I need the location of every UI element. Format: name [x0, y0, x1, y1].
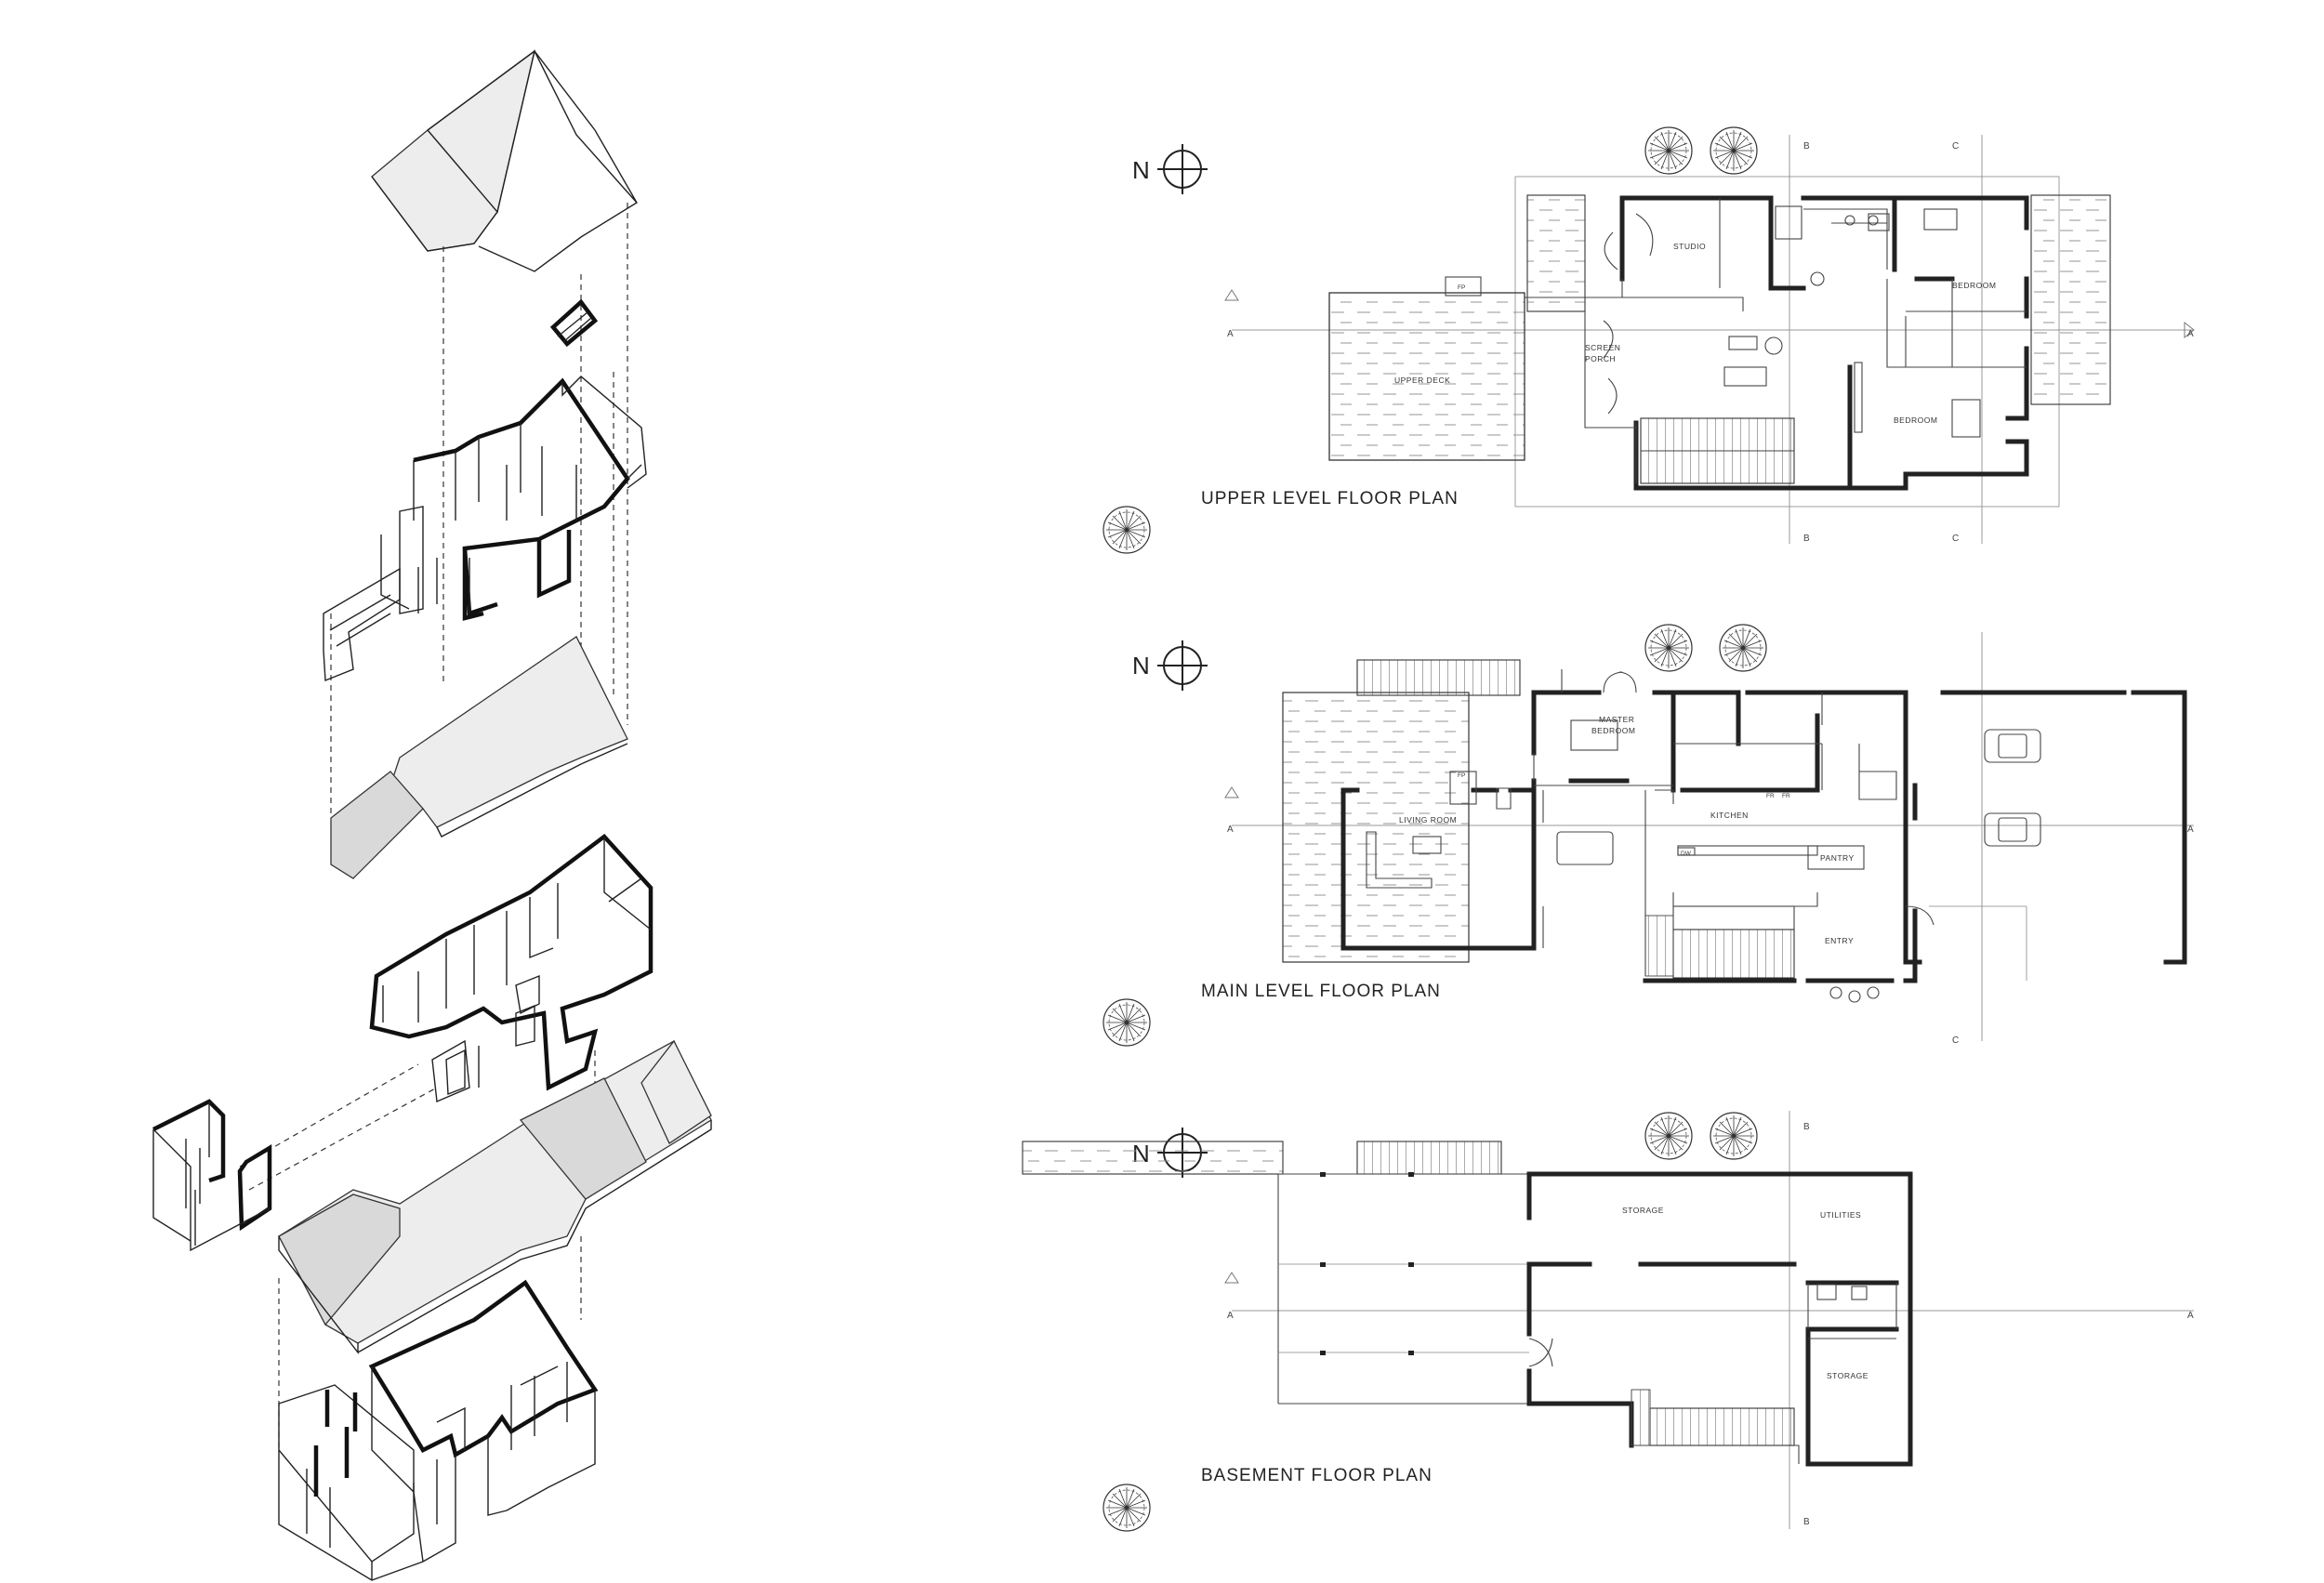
exploded-axonometric: [152, 49, 712, 1581]
base-storage1-label: STORAGE: [1622, 1206, 1664, 1215]
axo-garage: [152, 1099, 272, 1252]
main-plan-title: MAIN LEVEL FLOOR PLAN: [1201, 982, 1441, 1001]
basement-plan-title: BASEMENT FLOOR PLAN: [1201, 1466, 1433, 1485]
base-grid-b-top: B: [1803, 1122, 1810, 1132]
grid-label-a-left: A: [1227, 329, 1234, 339]
axo-main-level: [369, 833, 654, 1103]
upper-deck-label: UPPER DECK: [1394, 376, 1450, 385]
upper-studio-label: STUDIO: [1673, 242, 1706, 251]
grid-label-b-top: B: [1803, 141, 1810, 152]
north-arrow-upper: N: [1132, 143, 1208, 195]
base-utilities-label: UTILITIES: [1820, 1210, 1861, 1220]
base-grid-a-left: A: [1227, 1311, 1234, 1321]
axo-main-slab: [278, 1039, 712, 1355]
base-storage2-label: STORAGE: [1827, 1371, 1868, 1380]
main-master-label: MASTER: [1599, 715, 1634, 724]
grid-label-a-right: A: [2187, 329, 2194, 339]
axo-roof: [371, 49, 638, 272]
axo-upper-slab: [330, 636, 628, 879]
main-pantry-label: PANTRY: [1820, 853, 1855, 863]
base-grid-b-bottom: B: [1803, 1517, 1810, 1527]
axo-upper-level: [323, 376, 647, 682]
grid-label-c-top: C: [1952, 141, 1959, 152]
basement-plan: A A B B STORAGE UTILITIES STORAGE BASEME…: [1022, 1111, 2194, 1529]
axo-clerestory: [549, 298, 599, 348]
base-grid-a-right: A: [2187, 1311, 2194, 1321]
north-label-main: N: [1132, 652, 1150, 679]
north-label-upper: N: [1132, 156, 1150, 184]
main-grid-c-bottom: C: [1952, 1036, 1959, 1046]
upper-plan-title: UPPER LEVEL FLOOR PLAN: [1201, 489, 1459, 508]
main-grid-a-left: A: [1227, 824, 1234, 835]
main-dw-label: DW: [1681, 851, 1692, 857]
upper-screen-label: SCREEN: [1585, 343, 1620, 352]
upper-deck: [1328, 292, 1525, 461]
main-fr2-label: FR: [1782, 793, 1790, 799]
main-kitchen-label: KITCHEN: [1710, 811, 1749, 820]
upper-bedroom2-label: BEDROOM: [1894, 416, 1937, 425]
grid-label-c-bottom: C: [1952, 534, 1959, 544]
main-fr1-label: FR: [1766, 793, 1775, 799]
upper-level-plan: A A B B C C FP ST: [1201, 135, 2195, 544]
main-grid-a-right: A: [2187, 824, 2194, 835]
main-living-label: LIVING ROOM: [1399, 815, 1457, 824]
main-level-plan: A A C: [1201, 632, 2194, 1046]
upper-fp-label: FP: [1458, 284, 1465, 291]
grid-label-b-bottom: B: [1803, 534, 1810, 544]
north-arrow-main: N: [1132, 640, 1208, 692]
main-entry-label: ENTRY: [1825, 936, 1854, 945]
main-fp-label: FP: [1458, 772, 1465, 779]
main-deck: [1282, 692, 1470, 963]
main-master-bedroom-label: BEDROOM: [1591, 726, 1635, 735]
upper-bedroom1-label: BEDROOM: [1952, 281, 1996, 290]
axo-basement-level: [278, 1279, 599, 1581]
upper-porch-label: PORCH: [1585, 354, 1616, 363]
